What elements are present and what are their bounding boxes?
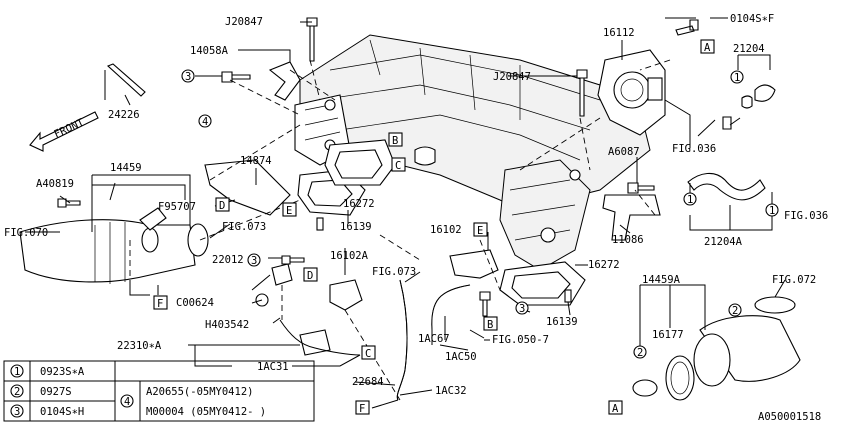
- part-labels: J20847 14058A 24226 16112 0104S∗F 21204 …: [36, 13, 774, 397]
- callout-1-hose-right: 1: [769, 205, 775, 217]
- gasket-16272-right: [499, 261, 586, 306]
- bolts: [57, 17, 699, 317]
- gasket-16272-left: [297, 139, 396, 216]
- legend-part-4b: M00004 (05MY0412- ): [146, 406, 266, 418]
- label-24226: 24226: [108, 109, 140, 121]
- label-11086: 11086: [612, 234, 644, 246]
- label-22684: 22684: [352, 376, 384, 388]
- label-14058a: 14058A: [190, 45, 229, 57]
- label-0104s-f: 0104S∗F: [730, 13, 774, 25]
- label-h403542: H403542: [205, 319, 249, 331]
- legend-num-4: 4: [124, 396, 130, 408]
- legend-part-2: 0927S: [40, 386, 72, 398]
- intake-manifold: [294, 34, 651, 271]
- ref-fig073-left[interactable]: FIG.073: [222, 221, 266, 233]
- dowel-16139-right: [564, 289, 572, 303]
- callout-2-left: 2: [637, 347, 643, 359]
- ref-fig073-center[interactable]: FIG.073: [372, 266, 416, 278]
- callout-a-top: A: [704, 42, 711, 54]
- label-16177: 16177: [652, 329, 684, 341]
- bracket-11086: [602, 194, 661, 241]
- dowel-16139-left: [316, 217, 324, 231]
- hose-21204a: [687, 172, 766, 201]
- sensor-16102: [449, 249, 499, 279]
- label-14459: 14459: [110, 162, 142, 174]
- number-callouts: 3 4 1 1 1 3 3 2 2: [181, 69, 779, 359]
- label-16102: 16102: [430, 224, 462, 236]
- ref-fig070[interactable]: FIG.070: [4, 227, 48, 239]
- callout-a-bottom: A: [612, 403, 619, 415]
- callout-3-topleft: 3: [185, 71, 191, 83]
- legend-num-1: 1: [14, 366, 20, 378]
- legend-part-1: 0923S∗A: [40, 366, 85, 378]
- throttle-body: [597, 49, 666, 136]
- hose-1ac31: [279, 319, 361, 356]
- ref-fig036-right[interactable]: FIG.036: [784, 210, 828, 222]
- sensor-22012: [271, 263, 293, 286]
- label-16112: 16112: [603, 27, 635, 39]
- callout-d-center: D: [307, 270, 313, 282]
- callout-4: 4: [202, 116, 208, 128]
- legend-num-2: 2: [14, 386, 20, 398]
- callout-d-left: D: [219, 200, 225, 212]
- callout-3-right: 3: [519, 303, 525, 315]
- label-21204a: 21204A: [704, 236, 743, 248]
- label-1ac50: 1AC50: [445, 351, 477, 363]
- label-j20847-right: J20847: [493, 71, 531, 83]
- callout-f-bottom: F: [359, 403, 365, 415]
- label-f95707: F95707: [158, 201, 196, 213]
- callout-b-bottom: B: [487, 319, 493, 331]
- sensor-22310a: [299, 329, 331, 356]
- label-16139-left: 16139: [340, 221, 372, 233]
- intake-duct-14459: [19, 207, 209, 284]
- hose-21204: [722, 84, 776, 130]
- plate-14874: [204, 159, 291, 216]
- callout-2-top: 2: [732, 305, 738, 317]
- label-1ac67: 1AC67: [418, 333, 450, 345]
- legend-table: 1 0923S∗A 2 0927S 3 0104S∗H 4 A20655(-05…: [3, 360, 315, 422]
- legend-part-4a: A20655(-05MY0412): [146, 386, 253, 398]
- callout-1-hose-top: 1: [734, 72, 740, 84]
- label-16272-right: 16272: [588, 259, 620, 271]
- callout-b-top: B: [392, 135, 398, 147]
- legend-num-3: 3: [14, 406, 20, 418]
- callout-c-top: C: [395, 160, 401, 172]
- label-1ac31: 1AC31: [257, 361, 289, 373]
- callout-e-right: E: [477, 225, 483, 237]
- label-a40819: A40819: [36, 178, 74, 190]
- bracket-14058a: [268, 61, 301, 101]
- label-16139-right: 16139: [546, 316, 578, 328]
- ref-fig072[interactable]: FIG.072: [772, 274, 816, 286]
- ref-fig036-top[interactable]: FIG.036: [672, 143, 716, 155]
- label-21204: 21204: [733, 43, 765, 55]
- label-16272-left: 16272: [343, 198, 375, 210]
- clip-24226: [106, 63, 146, 97]
- callout-e-left: E: [286, 205, 292, 217]
- callout-1-hose-left: 1: [687, 194, 693, 206]
- letter-callouts: A B C D E E D F B C F A: [153, 39, 715, 415]
- intake-duct-14459a: [632, 296, 801, 401]
- label-14459a: 14459A: [642, 274, 681, 286]
- label-c00624: C00624: [176, 297, 214, 309]
- label-j20847-top: J20847: [225, 16, 263, 28]
- callout-f-left: F: [157, 298, 163, 310]
- label-16102a: 16102A: [330, 250, 369, 262]
- ref-fig050-7[interactable]: FIG.050-7: [492, 334, 549, 346]
- front-arrow: [29, 111, 99, 152]
- label-1ac32: 1AC32: [435, 385, 467, 397]
- label-a6087: A6087: [608, 146, 640, 158]
- label-22012: 22012: [212, 254, 244, 266]
- hose-22684: [396, 279, 408, 401]
- callout-c-bottom: C: [365, 348, 371, 360]
- callout-3-center: 3: [251, 255, 257, 267]
- diagram-id: A050001518: [758, 411, 821, 423]
- legend-part-3: 0104S∗H: [40, 406, 84, 418]
- label-14874: 14874: [240, 155, 272, 167]
- alignment-lines: [129, 59, 671, 401]
- label-22310a: 22310∗A: [117, 340, 162, 352]
- sensor-16102a: [329, 279, 363, 311]
- front-label: FRONT: [52, 116, 86, 141]
